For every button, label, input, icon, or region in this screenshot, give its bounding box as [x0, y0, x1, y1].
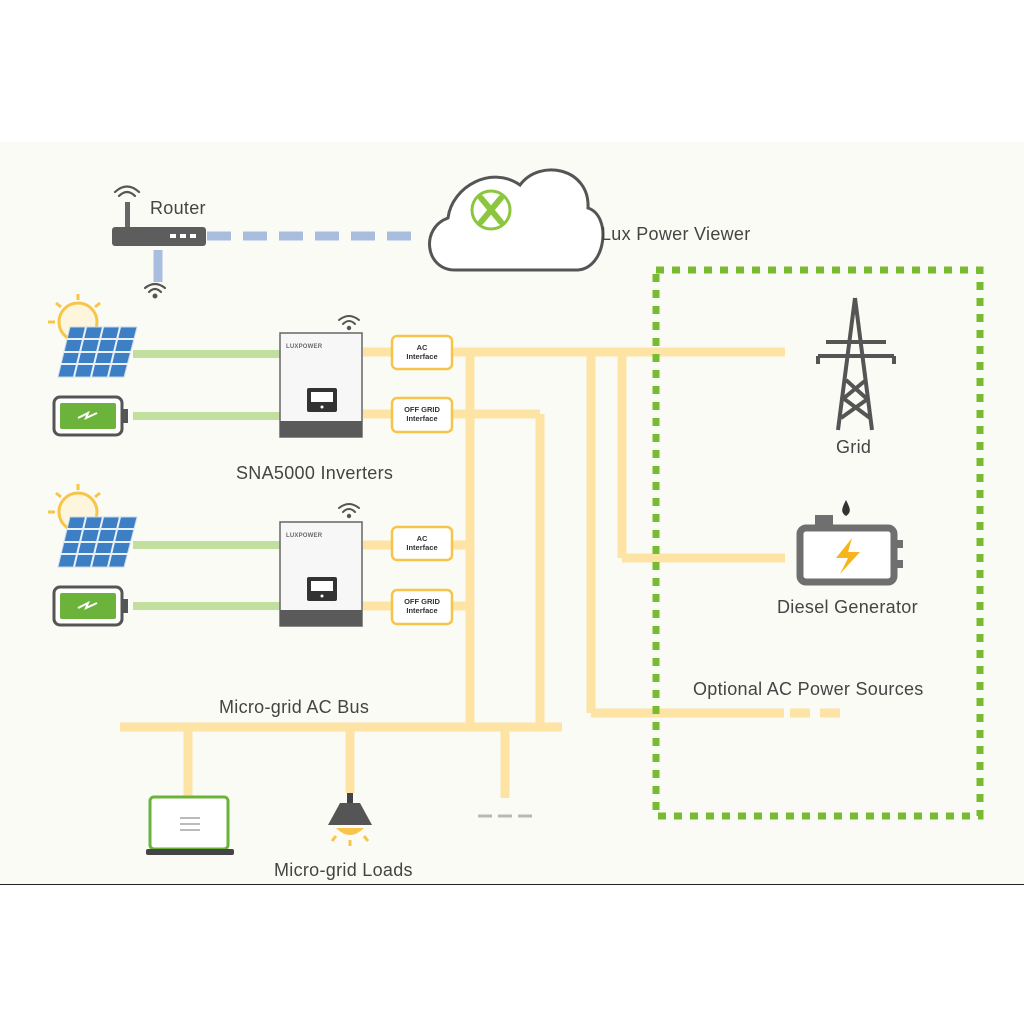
battery-icon [52, 585, 128, 627]
inverter-brand-label: LUXPOWER [286, 533, 323, 539]
solar-panel-icon [57, 516, 138, 568]
ac-bus-label: Micro-grid AC Bus [219, 697, 370, 717]
optional-sources-box [652, 266, 984, 820]
inverters-label: SNA5000 Inverters [236, 463, 394, 483]
data-link [153, 231, 418, 282]
ac-bus-lines [120, 347, 840, 798]
router-label: Router [150, 198, 206, 218]
grid-label: Grid [836, 437, 872, 457]
luxpower-logo-icon [470, 189, 512, 231]
solar-panel-icon [57, 326, 138, 378]
interface-label: OFF GRID Interface [404, 597, 440, 615]
dc-lines [133, 350, 280, 610]
interface-label: OFF GRID Interface [404, 405, 440, 423]
diesel-generator-icon [796, 500, 903, 586]
interface-boxes [390, 334, 454, 626]
battery-icon [52, 395, 128, 437]
wifi-icon [338, 315, 360, 331]
cloud-icon [428, 168, 605, 272]
optional-sources-label: Optional AC Power Sources [693, 679, 924, 699]
inverter-icon [279, 521, 363, 627]
interface-label: AC Interface [406, 534, 438, 552]
laptop-icon [146, 795, 234, 855]
interface-label: AC Interface [406, 343, 438, 361]
inverter-brand-label: LUXPOWER [286, 344, 323, 350]
wifi-icon [338, 503, 360, 519]
lamp-icon [328, 793, 372, 846]
cloud-label: Lux Power Viewer [601, 224, 751, 244]
loads-label: Micro-grid Loads [274, 860, 413, 880]
wifi-icon [113, 185, 141, 198]
diesel-generator-label: Diesel Generator [777, 597, 918, 617]
wifi-icon [143, 282, 167, 299]
router-icon [112, 202, 206, 246]
inverter-icon [279, 332, 363, 438]
grid-tower-icon [816, 297, 896, 431]
